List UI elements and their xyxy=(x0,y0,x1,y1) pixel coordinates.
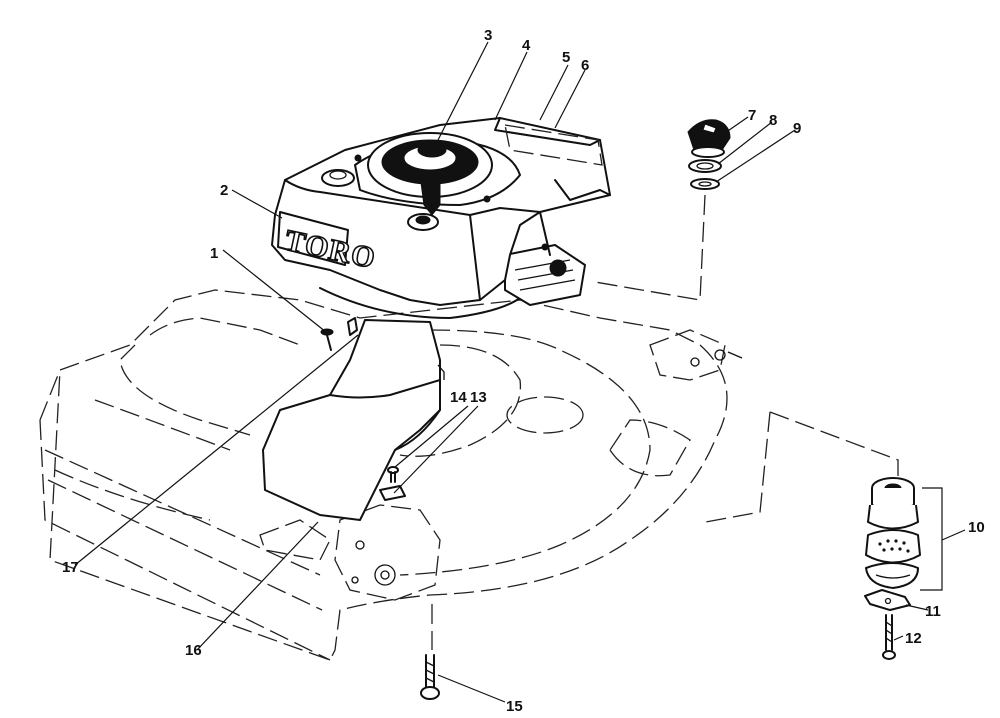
brand-plate xyxy=(277,211,349,266)
callout-3: 3 xyxy=(484,27,492,44)
callout-12: 12 xyxy=(905,630,922,647)
spacer-stack-item-10 xyxy=(865,477,921,589)
bolt-item-12 xyxy=(882,614,896,660)
gasket-item-8 xyxy=(688,159,722,173)
callout-6: 6 xyxy=(581,57,589,74)
callout-8: 8 xyxy=(769,112,777,129)
callout-13: 13 xyxy=(470,389,487,406)
callout-5: 5 xyxy=(562,49,570,66)
callout-7: 7 xyxy=(748,107,756,124)
callout-16: 16 xyxy=(185,642,202,659)
bolt-item-14 xyxy=(387,466,399,483)
callout-17: 17 xyxy=(62,559,79,576)
engine-assembly: TORO xyxy=(271,117,611,319)
callout-2: 2 xyxy=(220,182,228,199)
screw-item-1 xyxy=(320,317,358,351)
callout-11: 11 xyxy=(925,603,941,620)
callout-1: 1 xyxy=(210,245,218,262)
clip-item-13 xyxy=(379,485,406,501)
callout-9: 9 xyxy=(793,120,801,137)
mower-deck xyxy=(39,289,743,661)
washer-item-9 xyxy=(690,178,720,190)
callout-14: 14 xyxy=(450,389,467,406)
air-cleaner-knob xyxy=(687,119,731,158)
bolt-item-15 xyxy=(420,604,440,700)
deflector-shield xyxy=(262,319,445,521)
callout-labels: 1 2 3 4 5 6 7 8 9 10 11 12 13 14 15 16 1… xyxy=(62,27,985,715)
callout-4: 4 xyxy=(522,37,531,54)
callout-15: 15 xyxy=(506,698,523,715)
leader-lines xyxy=(74,41,929,703)
plate-item-11 xyxy=(864,589,911,611)
callout-10: 10 xyxy=(968,519,985,536)
